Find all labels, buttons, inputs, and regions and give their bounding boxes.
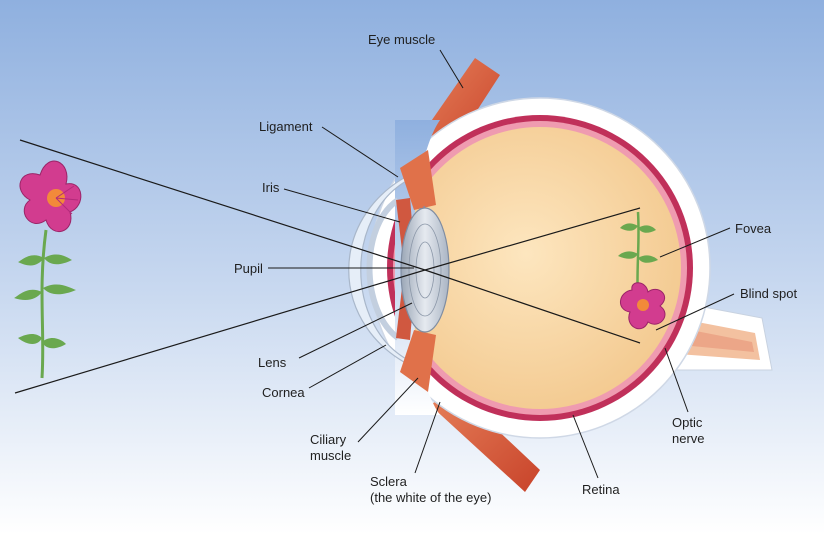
ligament-label: Ligament bbox=[259, 119, 313, 134]
eye-muscle-label: Eye muscle bbox=[368, 32, 435, 47]
ciliary-muscle-shape bbox=[400, 330, 436, 392]
cornea-label: Cornea bbox=[262, 385, 305, 400]
sclera-label-line1: Sclera bbox=[370, 474, 408, 489]
front-cutaway bbox=[395, 120, 440, 415]
sclera-label-line2: (the white of the eye) bbox=[370, 490, 491, 505]
retina-image-flower bbox=[618, 211, 666, 330]
leader-lines bbox=[268, 49, 735, 479]
blind-spot-label: Blind spot bbox=[740, 286, 797, 301]
vitreous-body bbox=[399, 127, 681, 409]
pupil-label: Pupil bbox=[234, 261, 263, 276]
fovea-label: Fovea bbox=[735, 221, 772, 236]
optic-nerve-label-line2: nerve bbox=[672, 431, 705, 446]
retina-label: Retina bbox=[582, 482, 620, 497]
object-flower bbox=[14, 160, 82, 379]
light-rays bbox=[14, 139, 641, 394]
optic-nerve-label-line1: Optic bbox=[672, 415, 703, 430]
iris-label: Iris bbox=[262, 180, 280, 195]
ciliary-muscle-label-line2: muscle bbox=[310, 448, 351, 463]
ciliary-muscle-label-line1: Ciliary bbox=[310, 432, 347, 447]
lens-label: Lens bbox=[258, 355, 287, 370]
ciliary-top bbox=[400, 150, 436, 210]
